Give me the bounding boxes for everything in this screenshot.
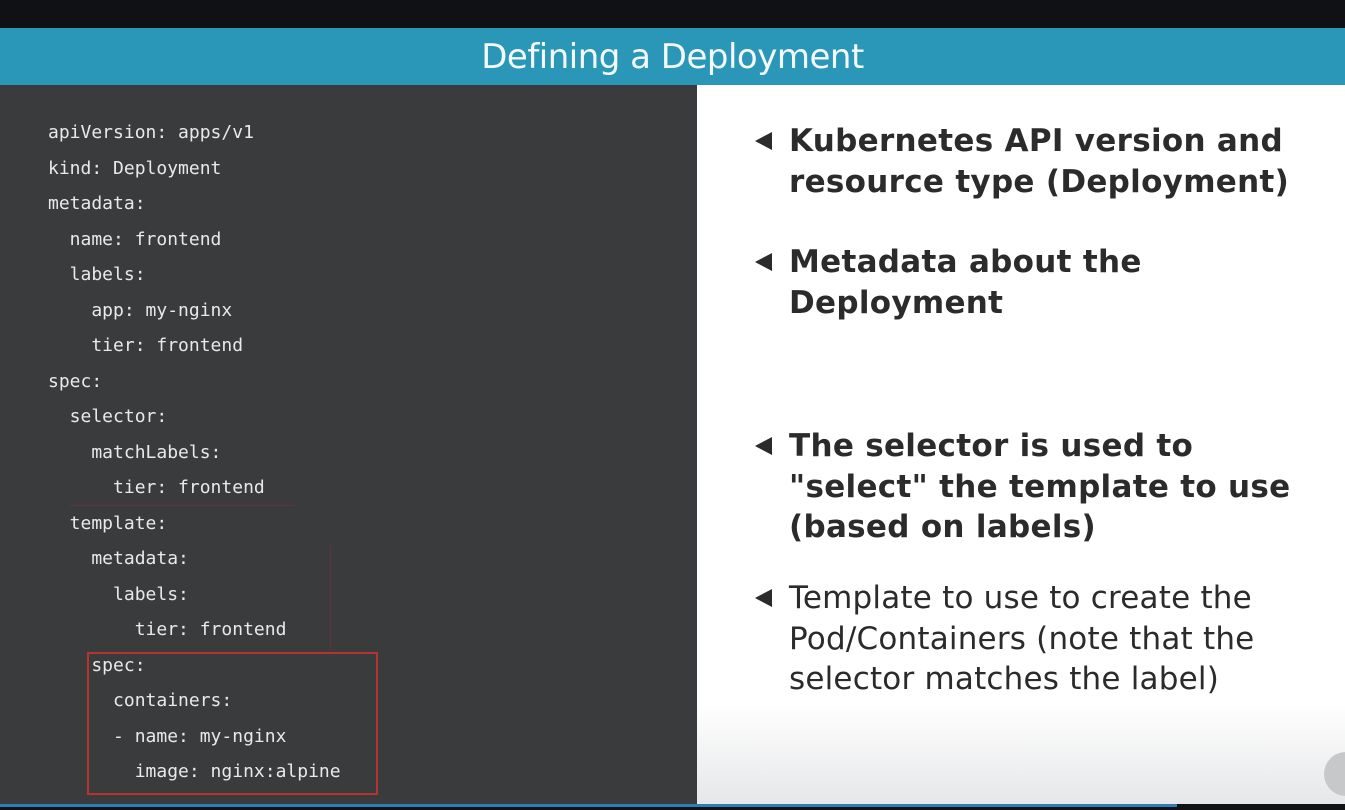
bullet-arrow-icon [755, 253, 772, 271]
code-line: tier: frontend [48, 477, 265, 498]
bullet-api-version: Kubernetes API version and resource type… [755, 121, 1341, 202]
code-line: containers: [48, 690, 233, 711]
code-line: tier: frontend [48, 619, 287, 640]
template-highlight-rule [330, 545, 331, 650]
code-line: - name: my-nginx [48, 725, 287, 747]
video-progress-bar[interactable] [0, 804, 1345, 810]
bullet-text: Kubernetes API version and resource type… [789, 123, 1290, 200]
code-line: kind: Deployment [48, 157, 222, 179]
bullet-selector: The selector is used to "select" the tem… [755, 426, 1341, 548]
bullet-arrow-icon [755, 132, 772, 150]
video-top-bar [0, 0, 1345, 28]
code-line: metadata: [48, 193, 146, 214]
explanation-panel: Kubernetes API version and resource type… [697, 85, 1345, 804]
bullet-arrow-icon [755, 589, 772, 607]
bullet-arrow-icon [755, 437, 772, 455]
code-line: spec: [48, 654, 146, 676]
code-line: template: [48, 512, 168, 534]
pod-spec-highlight-box [87, 652, 378, 795]
code-line: apiVersion: apps/v1 [48, 122, 254, 143]
code-line: image: nginx:alpine [48, 761, 341, 782]
bullet-text: Metadata about the Deployment [789, 244, 1142, 321]
code-line: matchLabels: [48, 441, 222, 463]
code-line: app: my-nginx [48, 299, 233, 321]
player-control-button[interactable] [1324, 752, 1345, 796]
yaml-code-panel: apiVersion: apps/v1 kind: Deployment met… [0, 85, 697, 804]
bullet-metadata: Metadata about the Deployment [755, 242, 1341, 323]
code-line: metadata: [48, 548, 189, 569]
code-line: labels: [48, 583, 189, 605]
code-line: labels: [48, 264, 146, 285]
slide-title-bar: Defining a Deployment [0, 28, 1345, 85]
bullet-text: The selector is used to "select" the tem… [789, 428, 1291, 545]
code-line: tier: frontend [48, 335, 244, 356]
code-line: spec: [48, 370, 103, 392]
bullet-text: Template to use to create the Pod/Contai… [789, 580, 1255, 697]
code-line: name: frontend [48, 228, 222, 250]
slide-title: Defining a Deployment [481, 36, 864, 77]
video-progress-fill [0, 804, 1177, 807]
selector-highlight-rule [70, 505, 295, 506]
code-block: apiVersion: apps/v1 kind: Deployment met… [48, 118, 341, 793]
code-line: selector: [48, 406, 168, 427]
bullet-template: Template to use to create the Pod/Contai… [755, 578, 1341, 700]
